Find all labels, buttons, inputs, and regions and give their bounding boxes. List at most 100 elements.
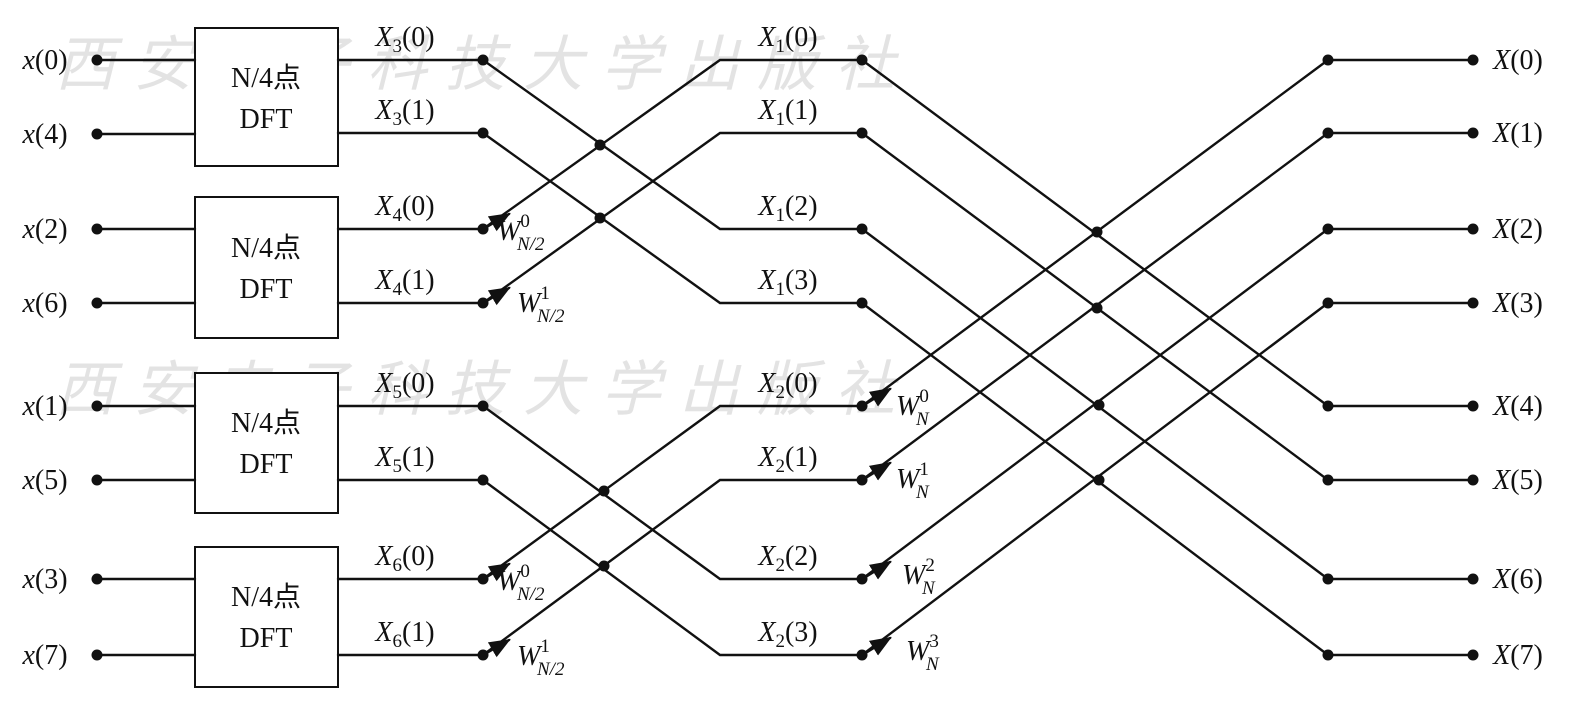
- input-node: [91, 649, 103, 661]
- twiddle-arrow: [862, 461, 892, 481]
- twiddle-label: W1: [896, 459, 929, 495]
- input-index: (6): [35, 288, 68, 319]
- input-var: x: [21, 564, 35, 595]
- input-var: x: [21, 465, 35, 496]
- stage2-node: [856, 297, 868, 309]
- twiddle-base: W: [517, 288, 543, 319]
- label-var: X: [1492, 465, 1511, 496]
- input-node: [91, 400, 103, 412]
- stage1-node: [477, 573, 489, 585]
- label-var: X: [374, 541, 393, 572]
- twiddle-power: 1: [540, 283, 550, 304]
- label-index: (2): [785, 191, 818, 222]
- stage1-output-label: X4(1): [374, 265, 434, 300]
- label-sub: 1: [775, 205, 785, 226]
- label-index: (1): [785, 95, 818, 126]
- label-sub: 6: [392, 555, 402, 576]
- dft-block-line1: N/4点: [231, 408, 301, 439]
- final-output-label: X(4): [1492, 391, 1543, 422]
- label-index: (3): [785, 265, 818, 296]
- input-label: x(1): [21, 391, 67, 422]
- label-index: (1): [402, 95, 435, 126]
- input-node: [91, 297, 103, 309]
- input-node: [91, 223, 103, 235]
- input-node: [91, 573, 103, 585]
- input-var: x: [21, 640, 35, 671]
- dft-block-line2: DFT: [240, 623, 293, 654]
- label-var: X: [374, 442, 393, 473]
- label-index: (2): [785, 541, 818, 572]
- output-node: [1322, 223, 1334, 235]
- stage2-output-label: X2(2): [757, 541, 817, 576]
- twiddle-power: 2: [925, 555, 935, 576]
- stage1-node: [477, 127, 489, 139]
- butterfly-wire: [481, 478, 864, 657]
- dft-block-line1: N/4点: [231, 582, 301, 613]
- label-index: (4): [1510, 391, 1543, 422]
- stage1-output-label: X3(0): [374, 22, 434, 57]
- label-var: X: [1492, 45, 1511, 76]
- input-label: x(6): [21, 288, 67, 319]
- twiddle-subscript: N/2: [536, 659, 565, 680]
- stage1-node: [477, 223, 489, 235]
- label-sub: 6: [392, 631, 402, 652]
- label-index: (0): [1510, 45, 1543, 76]
- label-var: X: [1492, 288, 1511, 319]
- twiddle-subscript: N/2: [536, 306, 565, 327]
- label-var: X: [374, 265, 393, 296]
- label-index: (1): [1510, 118, 1543, 149]
- input-index: (2): [35, 214, 68, 245]
- output-terminal: [1467, 297, 1479, 309]
- label-var: X: [757, 442, 776, 473]
- label-sub: 3: [392, 109, 402, 130]
- input-node: [91, 54, 103, 66]
- twiddle-arrow: [483, 638, 511, 658]
- label-sub: 1: [775, 279, 785, 300]
- label-var: X: [757, 265, 776, 296]
- twiddle-base: W: [906, 636, 932, 667]
- twiddle-label: W1: [517, 283, 550, 319]
- label-sub: 5: [392, 382, 402, 403]
- label-index: (7): [1510, 640, 1543, 671]
- crossing-node: [598, 560, 610, 572]
- input-index: (5): [35, 465, 68, 496]
- twiddle-subscript: N: [915, 409, 930, 430]
- label-var: X: [757, 368, 776, 399]
- label-sub: 2: [775, 631, 785, 652]
- label-sub: 2: [775, 456, 785, 477]
- twiddle-power: 0: [520, 211, 530, 232]
- twiddle-label: W1: [517, 636, 550, 672]
- input-label: x(5): [21, 465, 67, 496]
- output-node: [1322, 127, 1334, 139]
- labels: x(0)x(4)x(2)x(6)x(1)x(5)x(3)x(7)X3(0)X3(…: [21, 22, 1542, 680]
- label-sub: 1: [775, 36, 785, 57]
- butterfly-wire: [481, 404, 864, 581]
- label-index: (1): [402, 442, 435, 473]
- stage1-node: [477, 474, 489, 486]
- output-terminal: [1467, 573, 1479, 585]
- label-var: X: [1492, 391, 1511, 422]
- output-node: [1322, 474, 1334, 486]
- input-var: x: [21, 288, 35, 319]
- label-index: (3): [1510, 288, 1543, 319]
- label-index: (0): [402, 191, 435, 222]
- final-output-label: X(0): [1492, 45, 1543, 76]
- crossing-node: [594, 212, 606, 224]
- label-var: X: [374, 617, 393, 648]
- input-index: (3): [35, 564, 68, 595]
- label-index: (0): [402, 541, 435, 572]
- stage2-output-label: X1(0): [757, 22, 817, 57]
- dft-block: N/4点 DFT: [194, 372, 339, 514]
- stage2-output-label: X1(1): [757, 95, 817, 130]
- twiddle-subscript: N: [925, 654, 940, 675]
- input-label: x(4): [21, 119, 67, 150]
- label-var: X: [1492, 118, 1511, 149]
- label-var: X: [757, 541, 776, 572]
- input-var: x: [21, 119, 35, 150]
- butterfly-wire: [481, 58, 864, 231]
- twiddle-base: W: [896, 391, 922, 422]
- crossing-node: [1091, 226, 1103, 238]
- butterfly-wire: [481, 478, 864, 657]
- label-sub: 4: [392, 279, 402, 300]
- stage2-output-label: X2(1): [757, 442, 817, 477]
